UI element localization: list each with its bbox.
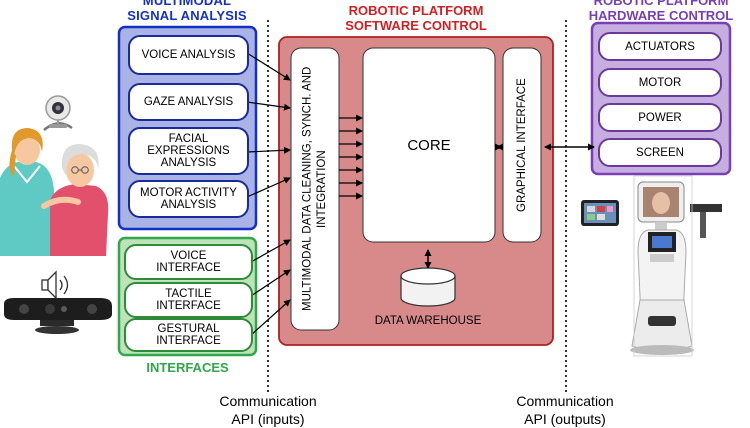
gaze-analysis-module: GAZE ANALYSIS <box>128 83 249 121</box>
motor-label: MOTOR <box>638 76 682 89</box>
integration-box <box>290 47 340 331</box>
motor-activity-label: MOTOR ACTIVITY ANALYSIS <box>140 187 237 211</box>
gestural-interface-label: GESTURAL INTERFACE <box>156 323 221 347</box>
tactile-interface-label: TACTILE INTERFACE <box>156 288 221 312</box>
screen-module: SCREEN <box>598 138 722 167</box>
voice-analysis-label: VOICE ANALYSIS <box>141 49 236 61</box>
motion-sensor-icon <box>4 298 112 334</box>
database-icon <box>400 267 456 307</box>
facial-expressions-label: FACIAL EXPRESSIONS ANALYSIS <box>147 133 230 169</box>
power-module: POWER <box>598 103 722 132</box>
gestural-interface-module: GESTURAL INTERFACE <box>124 318 253 352</box>
voice-analysis-module: VOICE ANALYSIS <box>128 35 249 75</box>
core-label: CORE <box>407 137 451 154</box>
signal-analysis-heading-line2: SIGNAL ANALYSIS <box>127 7 247 23</box>
data-warehouse-label: DATA WAREHOUSE <box>374 315 482 327</box>
voice-interface-label: VOICE INTERFACE <box>156 250 221 274</box>
software-control-heading-line1: ROBOTIC PLATFORM <box>348 3 484 18</box>
tactile-interface-module: TACTILE INTERFACE <box>124 282 253 318</box>
communication-api-inputs: Communication API (inputs) <box>198 392 338 428</box>
speaker-icon <box>41 270 69 300</box>
hardware-control-heading-line2: HARDWARE CONTROL <box>588 7 734 23</box>
motor-module: MOTOR <box>598 68 722 97</box>
gaze-analysis-label: GAZE ANALYSIS <box>143 96 234 108</box>
software-control-heading: ROBOTIC PLATFORM SOFTWARE CONTROL <box>296 3 536 34</box>
communication-api-outputs: Communication API (outputs) <box>490 392 640 428</box>
graphical-interface-label: GRAPHICAL INTERFACE <box>515 78 528 212</box>
power-label: POWER <box>638 111 682 124</box>
communication-outputs-line2: API (outputs) <box>524 411 606 427</box>
webcam-icon <box>43 95 73 131</box>
motor-activity-module: MOTOR ACTIVITY ANALYSIS <box>128 180 249 218</box>
signal-analysis-heading-line1: MULTIMODAL <box>142 0 232 8</box>
software-control-heading-line2: SOFTWARE CONTROL <box>345 17 487 33</box>
signal-analysis-heading: MULTIMODAL SIGNAL ANALYSIS <box>116 0 258 24</box>
integration-to-core-arrows <box>339 114 363 200</box>
actuators-module: ACTUATORS <box>598 32 722 61</box>
communication-inputs-line2: API (inputs) <box>231 411 305 427</box>
hardware-control-heading-line1: ROBOTIC PLATFORM <box>593 0 729 8</box>
screen-label: SCREEN <box>636 146 684 159</box>
voice-interface-module: VOICE INTERFACE <box>124 244 253 280</box>
facial-expressions-module: FACIAL EXPRESSIONS ANALYSIS <box>128 127 249 175</box>
communication-inputs-line1: Communication <box>219 393 317 409</box>
integration-label: MULTIMODAL DATA CLEANING, SYNCH. AND INT… <box>301 66 328 312</box>
people-illustration <box>0 128 109 256</box>
graphical-interface-box <box>502 47 542 243</box>
actuators-label: ACTUATORS <box>625 40 695 53</box>
hardware-control-heading: ROBOTIC PLATFORM HARDWARE CONTROL <box>572 0 750 24</box>
interfaces-heading: INTERFACES <box>146 360 229 375</box>
communication-outputs-line1: Communication <box>516 393 614 409</box>
robot-illustration <box>581 175 722 357</box>
